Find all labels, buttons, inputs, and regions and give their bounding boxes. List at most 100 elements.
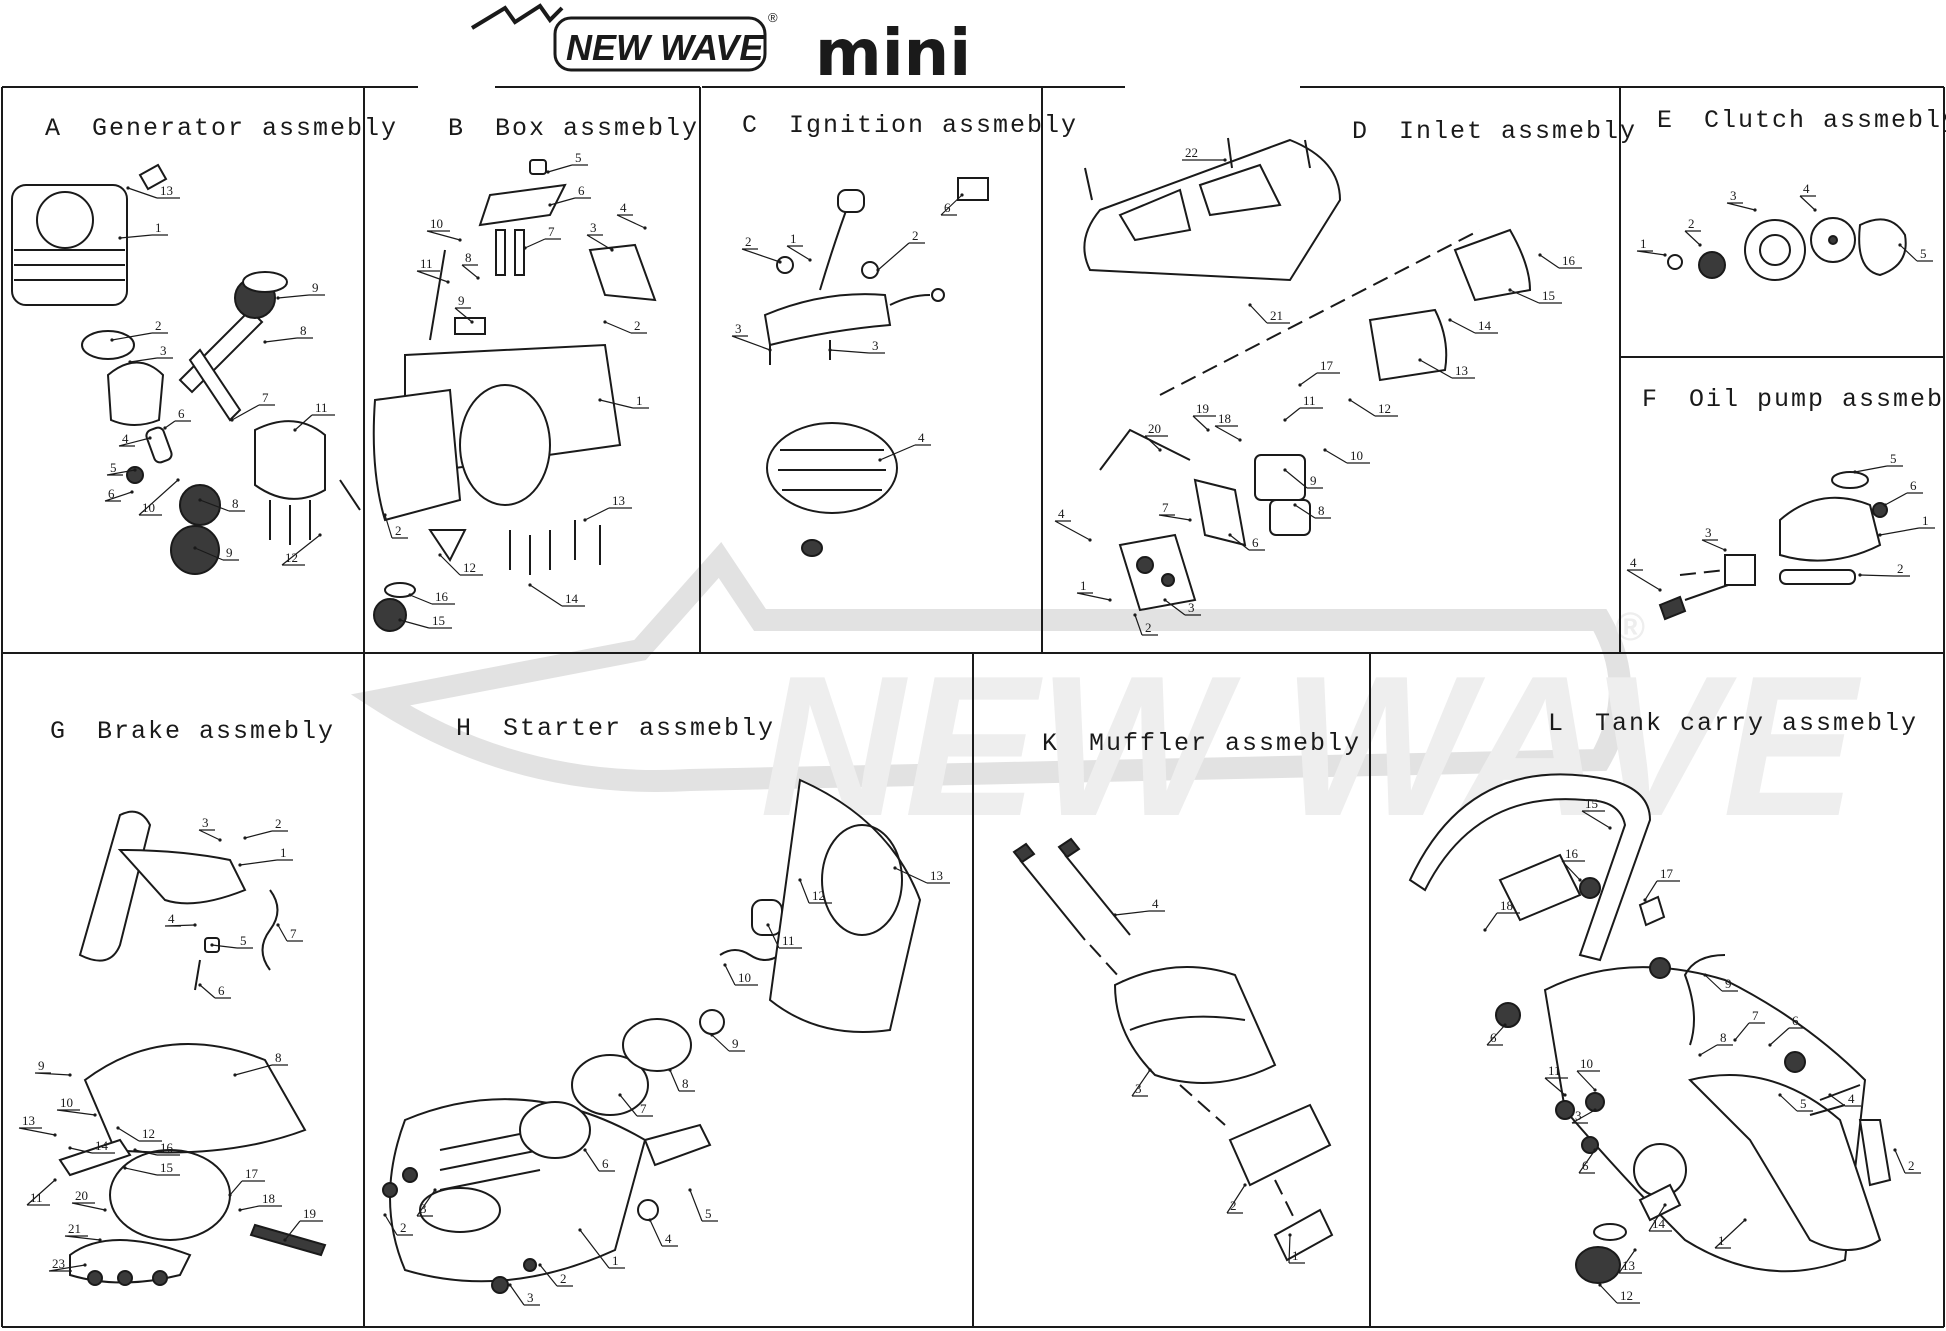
callout-anchor: [408, 593, 412, 597]
callout-number: 19: [303, 1206, 316, 1221]
seal-bottom-icon: [170, 525, 220, 575]
callout-leader: [619, 1094, 653, 1117]
callout-leader: [194, 547, 239, 561]
oring-icon: [384, 582, 416, 598]
section-g-parts: [58, 810, 327, 1286]
callout-anchor: [1563, 1093, 1567, 1097]
callout-number: 13: [612, 493, 625, 508]
callout-number: 4: [620, 200, 627, 215]
callout-anchor: [116, 1126, 120, 1130]
brand-name: NEW WAVE: [566, 27, 764, 68]
callout-number: 3: [160, 343, 167, 358]
callout-anchor: [1608, 826, 1612, 830]
connecting-rod-icon: [188, 348, 242, 422]
rear-handle-icon: [1688, 1074, 1882, 1251]
callout-anchor: [110, 338, 114, 342]
grommet-right-icon: [861, 261, 879, 279]
callout-leader: [1734, 1022, 1765, 1041]
recoil-spring-icon: [622, 1018, 692, 1072]
callout-number: 22: [1185, 145, 1198, 160]
callout-leader: [56, 1109, 96, 1116]
callout-leader: [124, 1167, 180, 1176]
callout-anchor: [1593, 1108, 1597, 1112]
callout-number: 12: [463, 560, 476, 575]
callout-leader: [1284, 407, 1323, 421]
callout-leader: [26, 1179, 56, 1206]
cover-screw-c-icon: [1304, 139, 1311, 169]
callout-anchor: [610, 248, 614, 252]
fuel-filter-icon: [1638, 1183, 1682, 1222]
callout-number: 1: [1922, 513, 1929, 528]
callout-number: 1: [1640, 236, 1647, 251]
callout-anchor: [1593, 1088, 1597, 1092]
throttle-trigger-icon: [1858, 1119, 1892, 1187]
callout-leader: [439, 554, 483, 576]
callout-leader: [69, 1147, 115, 1154]
callout-number: 1: [790, 231, 797, 246]
callout-number: 6: [1252, 535, 1259, 550]
callout-leader: [877, 242, 925, 271]
callout-number: 21: [68, 1221, 81, 1236]
callout-leader: [1599, 1284, 1640, 1304]
callout-number: 6: [578, 183, 585, 198]
callout-leader: [117, 1127, 162, 1142]
callout-anchor: [1108, 598, 1112, 602]
callout-anchor: [53, 1178, 57, 1182]
callout-anchor: [193, 923, 197, 927]
callout-anchor: [766, 923, 770, 927]
brand-badge: [553, 16, 767, 72]
grommet-left-icon: [776, 256, 794, 274]
callout-anchor: [828, 348, 832, 352]
seal-top-icon: [242, 271, 288, 293]
cover-screw-b-icon: [1227, 137, 1233, 169]
plate-top-icon: [478, 183, 567, 227]
callout-anchor: [583, 518, 587, 522]
callout-leader: [281, 534, 321, 566]
callout-anchor: [103, 1208, 107, 1212]
callout-number: 12: [1620, 1288, 1633, 1303]
callout-number: 16: [1562, 253, 1576, 268]
callout-number: 3: [1705, 525, 1712, 540]
callout-anchor: [218, 838, 222, 842]
callout-anchor: [1158, 448, 1162, 452]
callout-leader: [767, 924, 802, 949]
callout-number: 3: [527, 1290, 534, 1305]
callout-leader: [1704, 974, 1738, 992]
callout-leader: [1054, 520, 1091, 541]
callout-anchor: [508, 1283, 512, 1287]
callout-number: 9: [732, 1036, 739, 1051]
callout-anchor: [383, 1213, 387, 1217]
callout-number: 15: [1585, 796, 1598, 811]
callout-anchor: [1283, 418, 1287, 422]
callout-anchor: [578, 1228, 582, 1232]
callout-anchor: [243, 836, 247, 840]
callout-number: 6: [178, 406, 185, 421]
callout-number: 2: [1908, 1158, 1915, 1173]
callout-leader: [731, 335, 771, 351]
callout-leader: [211, 944, 253, 949]
callout-leader: [604, 321, 647, 334]
callout-number: 12: [812, 888, 825, 903]
callout-leader: [1561, 860, 1585, 881]
callout-anchor: [1238, 438, 1242, 442]
callout-anchor: [1288, 1233, 1292, 1237]
callout-anchor: [1448, 318, 1452, 322]
fan-cover-icon: [768, 778, 922, 1033]
callout-leader: [1701, 539, 1726, 551]
callout-leader: [1294, 504, 1331, 519]
callout-number: 3: [872, 338, 879, 353]
callout-number: 14: [95, 1138, 109, 1153]
brand-zigzag-icon: [470, 3, 564, 30]
callout-leader: [1076, 592, 1111, 601]
callout-leader: [1726, 202, 1756, 211]
callout-number: 2: [1688, 216, 1695, 231]
callout-anchor: [1893, 1148, 1897, 1152]
callout-number: 2: [560, 1271, 567, 1286]
callout-leader: [1648, 1204, 1672, 1232]
flywheel-icon: [766, 422, 898, 514]
callout-number: 3: [735, 321, 742, 336]
callout-leader: [111, 332, 168, 341]
